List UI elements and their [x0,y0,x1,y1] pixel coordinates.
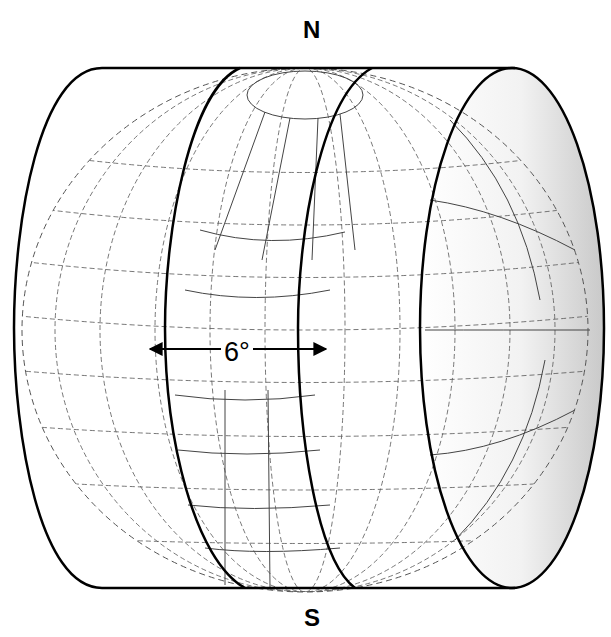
pole-label: S [301,606,323,630]
globe-outline [22,68,588,592]
pole-label: N [300,18,323,42]
dimension-label: 6° [221,339,253,366]
cylinder-outline [14,68,604,588]
globe-grid [10,68,600,592]
band-grid [175,71,590,588]
cylinder-end-shade [420,68,604,588]
